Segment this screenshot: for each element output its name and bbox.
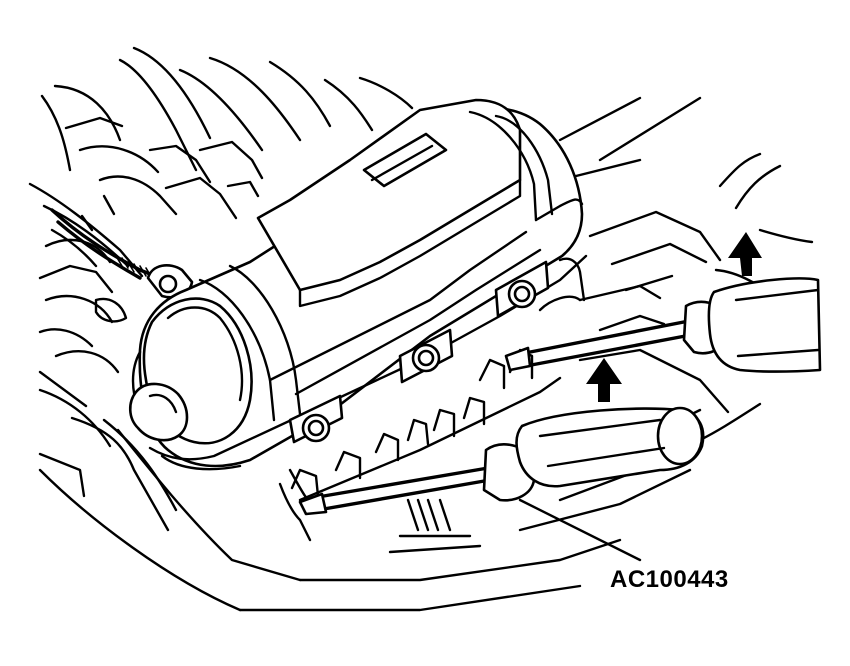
screwdriver-lower (298, 406, 705, 516)
bolt-1 (301, 413, 331, 443)
screwdriver-upper (504, 277, 822, 373)
background-panel (28, 46, 814, 612)
bolt-2 (411, 343, 441, 373)
leader-line (518, 498, 642, 562)
arrow-up-center (586, 358, 622, 402)
figure-reference-code: AC100443 (610, 566, 729, 593)
airbag-module (128, 98, 588, 471)
arrow-up-right (728, 232, 762, 276)
bolt-3 (507, 279, 537, 309)
